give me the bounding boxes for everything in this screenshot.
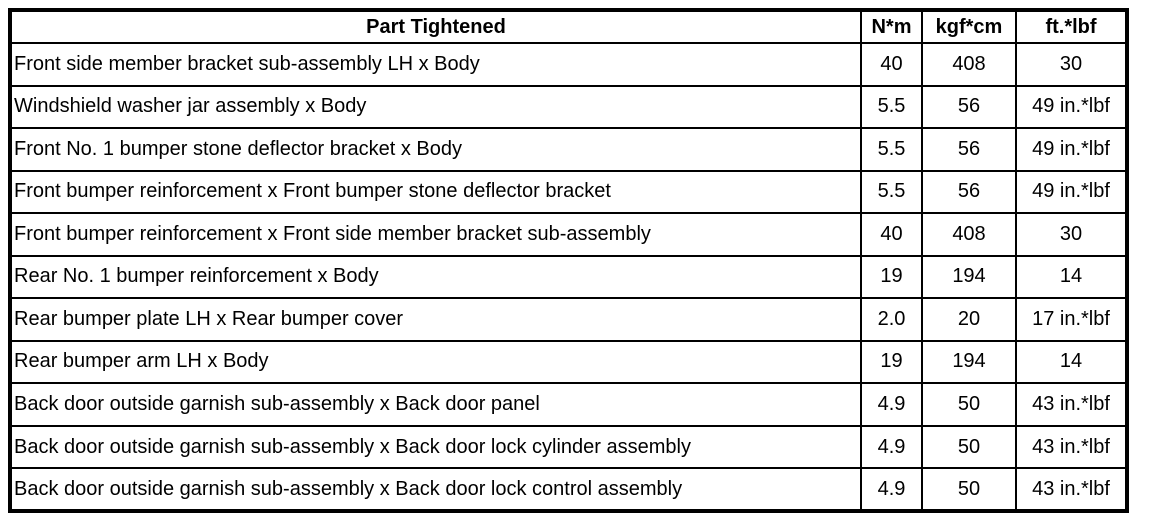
- table-row: Back door outside garnish sub-assembly x…: [9, 467, 1128, 512]
- table-header-row: Part Tightened N*m kgf*cm ft.*lbf: [9, 9, 1128, 44]
- kgfcm-cell: 56: [921, 127, 1017, 172]
- nm-cell: 40: [860, 212, 923, 257]
- header-part-tightened: Part Tightened: [9, 9, 862, 44]
- header-kgfcm: kgf*cm: [921, 9, 1017, 44]
- kgfcm-cell: 50: [921, 467, 1017, 512]
- table-row: Back door outside garnish sub-assembly x…: [9, 424, 1128, 470]
- part-cell: Rear bumper arm LH x Body: [9, 339, 862, 385]
- kgfcm-cell: 56: [921, 169, 1017, 215]
- nm-cell: 4.9: [860, 467, 923, 512]
- table-row: Front bumper reinforcement x Front side …: [9, 212, 1128, 257]
- part-cell: Front bumper reinforcement x Front side …: [9, 212, 862, 257]
- ftlbf-cell: 43 in.*lbf: [1015, 382, 1128, 427]
- nm-cell: 40: [860, 42, 923, 87]
- kgfcm-cell: 408: [921, 212, 1017, 257]
- kgfcm-cell: 50: [921, 382, 1017, 427]
- part-cell: Rear bumper plate LH x Rear bumper cover: [9, 297, 862, 342]
- table-row: Rear No. 1 bumper reinforcement x Body 1…: [9, 254, 1128, 300]
- ftlbf-cell: 17 in.*lbf: [1015, 297, 1128, 342]
- nm-cell: 5.5: [860, 84, 923, 130]
- nm-cell: 5.5: [860, 127, 923, 172]
- part-cell: Front No. 1 bumper stone deflector brack…: [9, 127, 862, 172]
- ftlbf-cell: 43 in.*lbf: [1015, 467, 1128, 512]
- part-cell: Front side member bracket sub-assembly L…: [9, 42, 862, 87]
- header-ftlbf: ft.*lbf: [1015, 9, 1128, 44]
- table-row: Rear bumper plate LH x Rear bumper cover…: [9, 297, 1128, 342]
- table-row: Front No. 1 bumper stone deflector brack…: [9, 127, 1128, 172]
- nm-cell: 19: [860, 339, 923, 385]
- ftlbf-cell: 49 in.*lbf: [1015, 84, 1128, 130]
- table-row: Rear bumper arm LH x Body 19 194 14: [9, 339, 1128, 385]
- part-cell: Front bumper reinforcement x Front bumpe…: [9, 169, 862, 215]
- ftlbf-cell: 14: [1015, 339, 1128, 385]
- nm-cell: 19: [860, 254, 923, 300]
- header-nm: N*m: [860, 9, 923, 44]
- nm-cell: 4.9: [860, 424, 923, 470]
- kgfcm-cell: 20: [921, 297, 1017, 342]
- ftlbf-cell: 49 in.*lbf: [1015, 169, 1128, 215]
- kgfcm-cell: 194: [921, 339, 1017, 385]
- table-row: Front bumper reinforcement x Front bumpe…: [9, 169, 1128, 215]
- nm-cell: 2.0: [860, 297, 923, 342]
- ftlbf-cell: 49 in.*lbf: [1015, 127, 1128, 172]
- table-row: Back door outside garnish sub-assembly x…: [9, 382, 1128, 427]
- table-row: Windshield washer jar assembly x Body 5.…: [9, 84, 1128, 130]
- part-cell: Back door outside garnish sub-assembly x…: [9, 424, 862, 470]
- part-cell: Back door outside garnish sub-assembly x…: [9, 382, 862, 427]
- ftlbf-cell: 43 in.*lbf: [1015, 424, 1128, 470]
- part-cell: Back door outside garnish sub-assembly x…: [9, 467, 862, 512]
- torque-spec-table: Part Tightened N*m kgf*cm ft.*lbf Front …: [8, 8, 1129, 513]
- nm-cell: 4.9: [860, 382, 923, 427]
- kgfcm-cell: 194: [921, 254, 1017, 300]
- table-row: Front side member bracket sub-assembly L…: [9, 42, 1128, 87]
- ftlbf-cell: 30: [1015, 212, 1128, 257]
- kgfcm-cell: 50: [921, 424, 1017, 470]
- part-cell: Rear No. 1 bumper reinforcement x Body: [9, 254, 862, 300]
- nm-cell: 5.5: [860, 169, 923, 215]
- kgfcm-cell: 408: [921, 42, 1017, 87]
- ftlbf-cell: 14: [1015, 254, 1128, 300]
- ftlbf-cell: 30: [1015, 42, 1128, 87]
- part-cell: Windshield washer jar assembly x Body: [9, 84, 862, 130]
- kgfcm-cell: 56: [921, 84, 1017, 130]
